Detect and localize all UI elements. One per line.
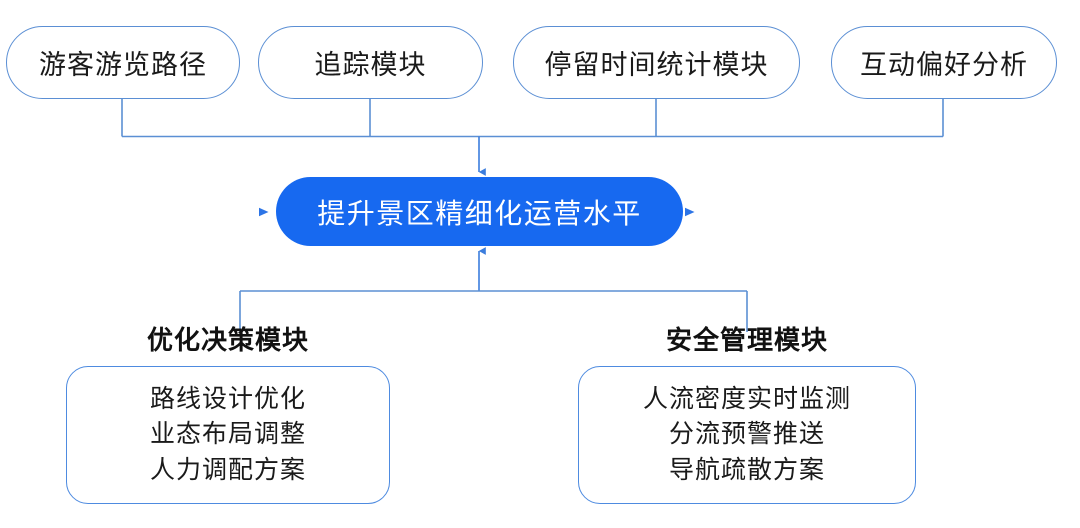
input-node-3[interactable]: 停留时间统计模块: [513, 26, 800, 99]
safety-item-3: 导航疏散方案: [668, 456, 825, 484]
optimization-item-1: 路线设计优化: [149, 385, 306, 413]
group-title-optimization: 优化决策模块: [146, 326, 309, 355]
input-node-2-label: 追踪模块: [314, 50, 427, 80]
input-node-3-label: 停留时间统计模块: [544, 50, 769, 80]
group-card-safety[interactable]: 人流密度实时监测 分流预警推送 导航疏散方案: [578, 366, 916, 504]
optimization-item-3: 人力调配方案: [149, 456, 306, 484]
group-title-safety: 安全管理模块: [665, 326, 828, 355]
safety-item-2: 分流预警推送: [668, 421, 825, 449]
core-node[interactable]: 提升景区精细化运营水平: [276, 177, 683, 246]
input-node-2[interactable]: 追踪模块: [258, 26, 483, 99]
group-card-optimization[interactable]: 路线设计优化 业态布局调整 人力调配方案: [66, 366, 390, 504]
input-node-1-label: 游客游览路径: [39, 50, 207, 80]
core-node-label: 提升景区精细化运营水平: [317, 198, 642, 230]
input-node-4-label: 互动偏好分析: [860, 50, 1028, 80]
input-node-1[interactable]: 游客游览路径: [6, 26, 240, 99]
input-node-4[interactable]: 互动偏好分析: [831, 26, 1057, 99]
safety-item-1: 人流密度实时监测: [642, 385, 851, 413]
optimization-item-2: 业态布局调整: [149, 421, 306, 449]
